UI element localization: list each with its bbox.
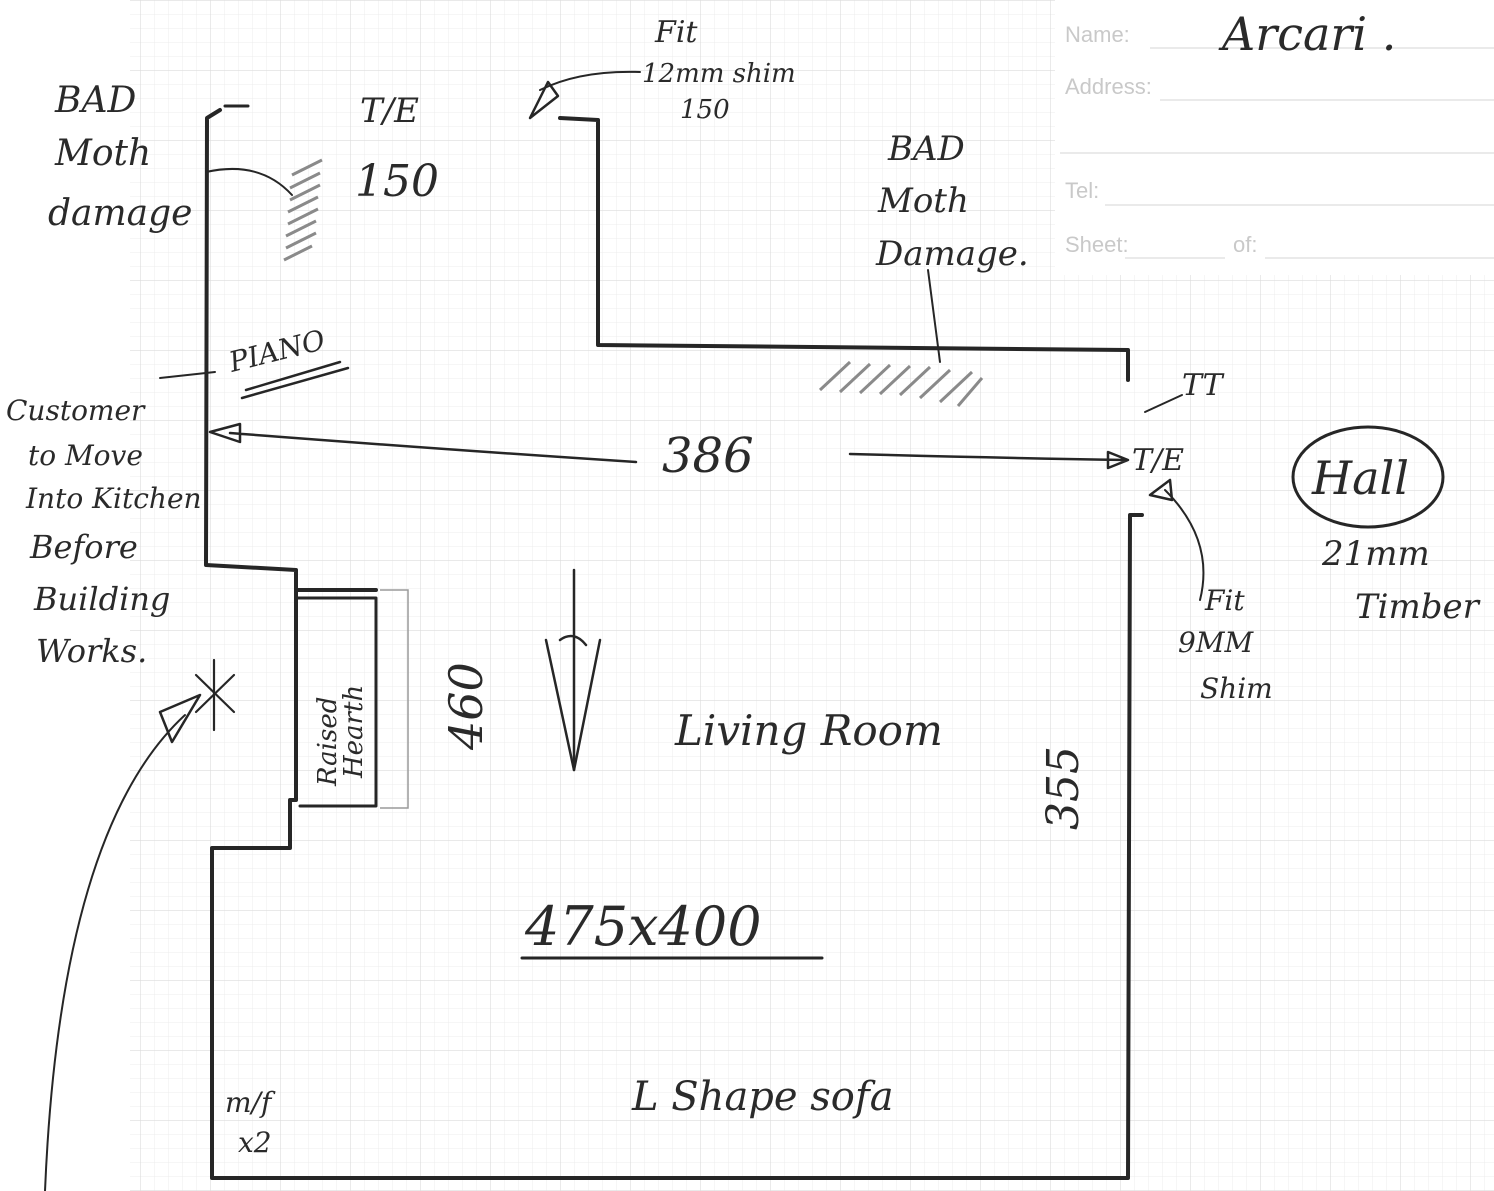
room-outline <box>204 108 1144 1180</box>
matting-quantity: x2 <box>238 1126 272 1159</box>
fit-top-line1: Fit <box>654 15 698 50</box>
hearth-outer-line <box>380 589 409 809</box>
piano-symbol <box>240 360 350 400</box>
room-width-dimension: 386 <box>662 428 754 484</box>
sofa-label: L Shape sofa <box>631 1074 894 1120</box>
te-top-label: T/E <box>360 91 419 131</box>
raised-hearth-outline <box>294 596 378 808</box>
form-of-label: of: <box>1233 232 1257 257</box>
fit-right-line1: Fit <box>1204 584 1245 617</box>
form-sheet-label: Sheet: <box>1065 232 1129 257</box>
board-direction-arrow <box>544 568 602 772</box>
fit-right-line3: Shim <box>1200 672 1273 705</box>
customer-note-6: Works. <box>36 632 147 670</box>
matting-label: m/f <box>225 1086 276 1119</box>
note-bad-moth-right-1: BAD <box>887 129 965 169</box>
fit-right-line2: 9MM <box>1178 626 1254 659</box>
note-bad-moth-left-3: damage <box>48 193 192 234</box>
form-header <box>1055 0 1494 275</box>
note-bad-moth-right-3: Damage. <box>875 234 1029 274</box>
timber-line1: 21mm <box>1321 534 1430 574</box>
note-bad-moth-left-2: Moth <box>54 133 151 174</box>
note-bad-moth-left-1: BAD <box>54 80 136 121</box>
hall-label: Hall <box>1311 451 1409 505</box>
fit-top-line3: 150 <box>680 95 730 125</box>
leader-fit-top <box>539 70 641 91</box>
moth-damage-right-hatch <box>818 360 984 407</box>
hearth-label-line2: Hearth <box>339 685 369 779</box>
form-name-label: Name: <box>1065 22 1130 47</box>
form-lines <box>1060 47 1494 259</box>
width-dimension-left-arrow <box>208 422 638 464</box>
leader-moth-left <box>205 168 293 196</box>
room-name: Living Room <box>674 706 943 755</box>
leader-fit-right <box>1164 489 1205 601</box>
leader-bottom-curve <box>44 714 186 1191</box>
arrowhead-fit-right <box>1148 478 1174 502</box>
note-bad-moth-right-2: Moth <box>877 181 969 221</box>
arrowhead-fit-top <box>528 80 560 120</box>
customer-note-4: Before <box>29 528 138 566</box>
moth-damage-left-hatch <box>283 158 323 262</box>
fit-top-line2: 12mm shim <box>642 59 796 89</box>
hearth-label-line1: Raised <box>313 697 343 787</box>
leader-customer <box>159 371 216 379</box>
form-address-label: Address: <box>1065 74 1152 99</box>
customer-name: Arcari . <box>1218 7 1396 61</box>
customer-note-5: Building <box>33 580 170 618</box>
customer-note-2: to Move <box>28 439 143 472</box>
customer-note-1: Customer <box>6 394 146 427</box>
te-right-label: T/E <box>1132 443 1184 478</box>
form-tel-label: Tel: <box>1065 178 1099 203</box>
timber-line2: Timber <box>1355 587 1481 627</box>
hall-oval <box>1291 425 1445 529</box>
customer-note-3: Into Kitchen <box>25 482 202 515</box>
te-top-size: 150 <box>355 156 439 207</box>
arrowhead-bottom <box>158 693 202 744</box>
asterisk-mark <box>194 658 236 732</box>
hearth-depth-dimension: 460 <box>439 662 493 751</box>
leader-tt <box>1144 394 1183 413</box>
room-size: 475x400 <box>524 895 762 958</box>
width-dimension-right-arrow <box>848 450 1130 470</box>
tt-label: TT <box>1182 368 1225 403</box>
room-depth-dimension: 355 <box>1038 746 1089 830</box>
leader-moth-right <box>927 269 941 363</box>
